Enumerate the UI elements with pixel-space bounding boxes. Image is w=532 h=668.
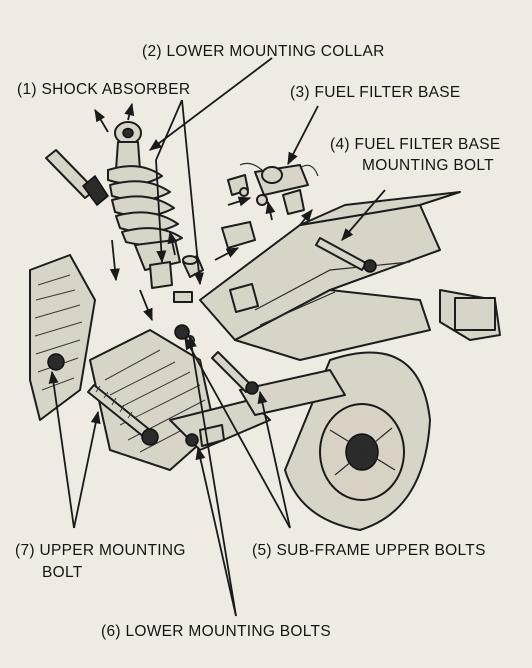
label-fuel-filter-base-bolt-line2: MOUNTING BOLT <box>362 157 494 174</box>
removal-arrows <box>94 102 313 322</box>
bolts <box>47 237 377 447</box>
label-fuel-filter-base: (3) FUEL FILTER BASE <box>290 84 461 101</box>
sub-frame <box>169 191 501 451</box>
label-lower-mounting-collar: (2) LOWER MOUNTING COLLAR <box>142 43 385 60</box>
bracket-parts <box>173 221 259 313</box>
label-upper-mounting-bolt-line2: BOLT <box>42 564 83 581</box>
shock-absorber <box>45 121 183 289</box>
label-upper-mounting-bolt-line1: (7) UPPER MOUNTING <box>15 542 186 559</box>
label-shock-absorber: (1) SHOCK ABSORBER <box>17 81 191 98</box>
label-fuel-filter-base-bolt-line1: (4) FUEL FILTER BASE <box>330 136 501 153</box>
label-sub-frame-upper-bolts: (5) SUB-FRAME UPPER BOLTS <box>252 542 486 559</box>
fuel-filter-base <box>227 162 319 215</box>
leader-lines <box>48 57 386 617</box>
label-lower-mounting-bolts: (6) LOWER MOUNTING BOLTS <box>101 623 331 640</box>
lower-mounting-collar <box>182 255 204 278</box>
